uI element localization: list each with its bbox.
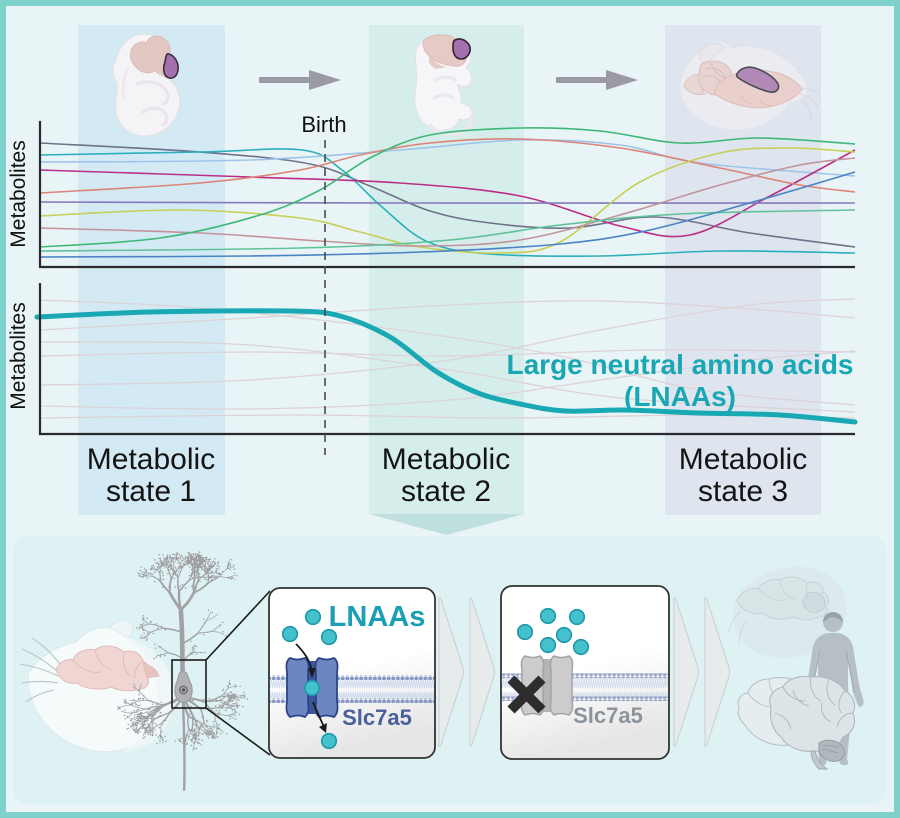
- svg-text:state 1: state 1: [106, 475, 196, 508]
- svg-text:Metabolic: Metabolic: [679, 443, 807, 476]
- svg-text:Slc7a5: Slc7a5: [342, 705, 412, 730]
- svg-text:state 2: state 2: [401, 475, 491, 508]
- svg-text:Metabolic: Metabolic: [87, 443, 215, 476]
- svg-text:(LNAAs): (LNAAs): [624, 381, 736, 412]
- svg-text:state 3: state 3: [698, 475, 788, 508]
- svg-text:Large neutral amino acids: Large neutral amino acids: [507, 349, 854, 380]
- svg-text:Slc7a5: Slc7a5: [573, 703, 643, 728]
- svg-text:Metabolites: Metabolites: [7, 140, 30, 247]
- svg-text:LNAAs: LNAAs: [329, 601, 426, 633]
- svg-text:Birth: Birth: [301, 112, 346, 137]
- svg-text:Metabolites: Metabolites: [7, 302, 30, 409]
- svg-text:Metabolic: Metabolic: [382, 443, 510, 476]
